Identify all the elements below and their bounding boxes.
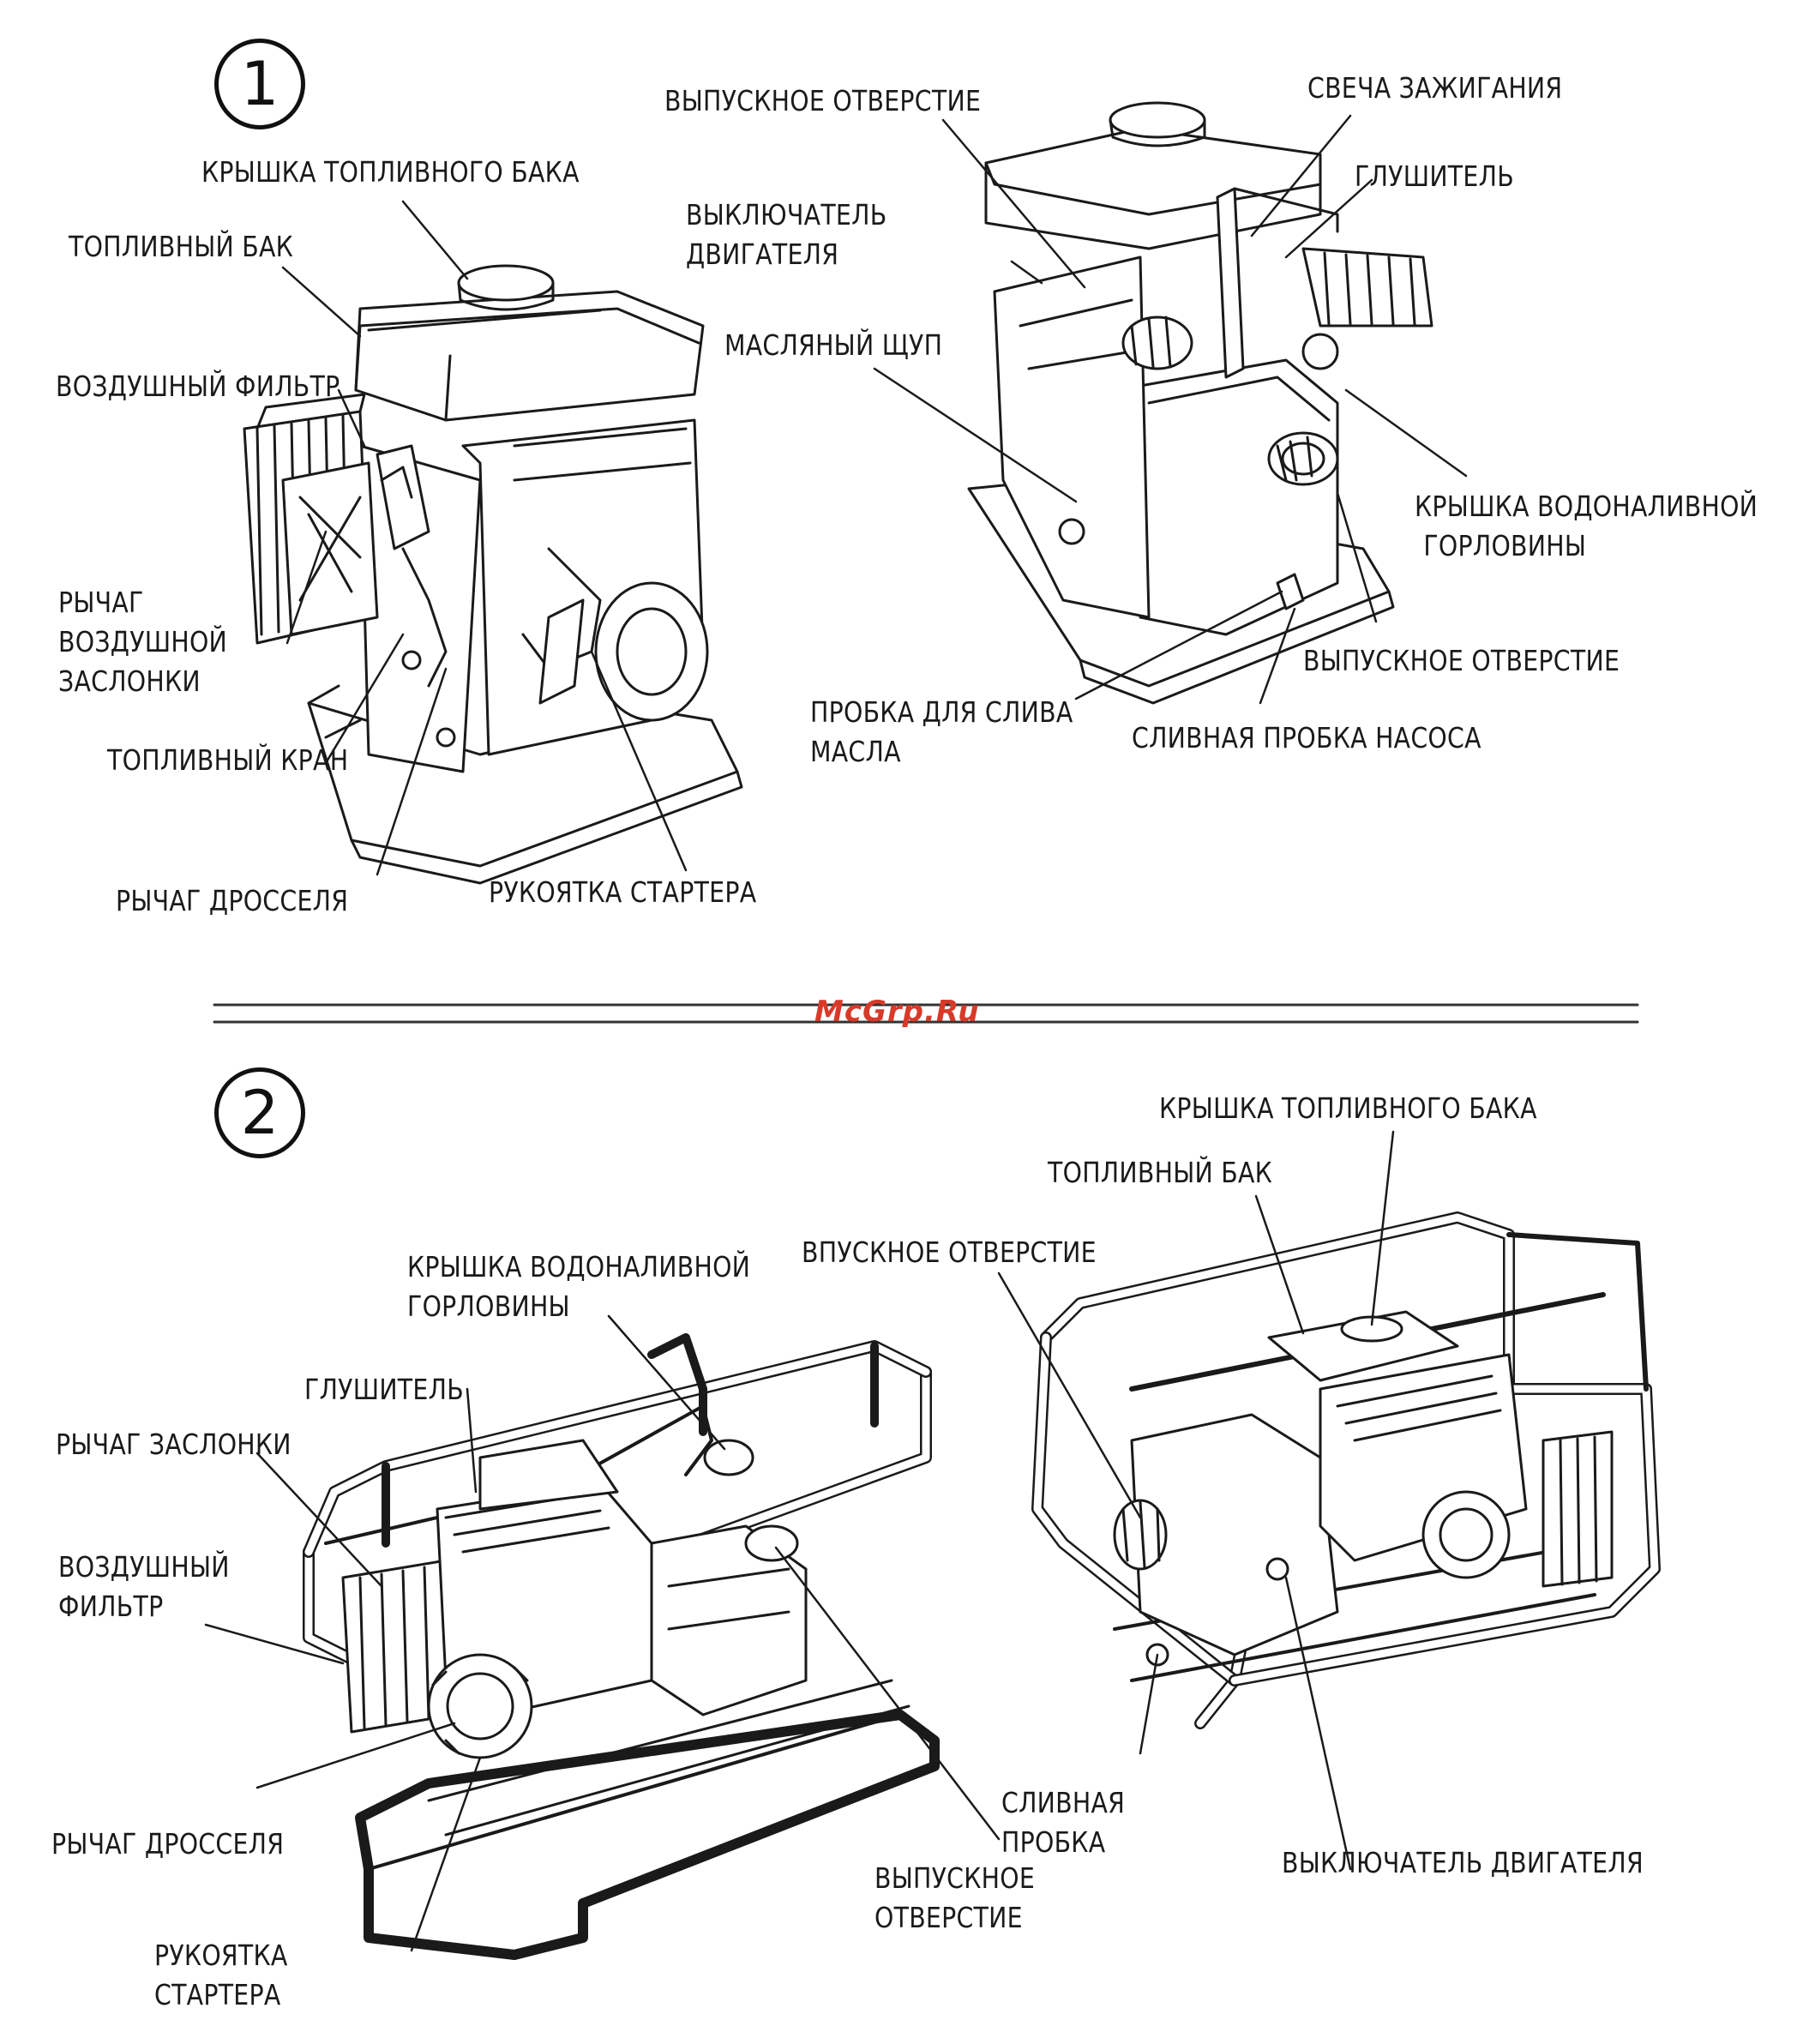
label-fuel-tank-2: ТОПЛИВНЫЙ БАК (1048, 1156, 1273, 1189)
label-spark-plug: СВЕЧА ЗАЖИГАНИЯ (1307, 71, 1563, 105)
framed-pump-left (303, 1333, 940, 1960)
section-separator (213, 1003, 1639, 1024)
label-drain-plug-2: СЛИВНАЯ ПРОБКА (1001, 1786, 1126, 1859)
leader-lines-1-left (281, 200, 688, 876)
label-engine-switch: ВЫКЛЮЧАТЕЛЬ ДВИГАТЕЛЯ (686, 198, 887, 271)
label-muffler-2: ГЛУШИТЕЛЬ (304, 1373, 464, 1406)
label-outlet-top: ВЫПУСКНОЕ ОТВЕРСТИЕ (664, 84, 982, 117)
watermark: McGrp.Ru (814, 995, 980, 1029)
label-oil-drain: ПРОБКА ДЛЯ СЛИВА МАСЛА (810, 695, 1073, 768)
pump-rear-view (967, 101, 1433, 705)
section-number-2: 2 (214, 1067, 305, 1158)
leader-lines-1-right (873, 114, 1468, 705)
label-outlet-bottom: ВЫПУСКНОЕ ОТВЕРСТИЕ (1303, 644, 1620, 677)
label-priming-cap-2: КРЫШКА ВОДОНАЛИВНОЙ ГОРЛОВИНЫ (407, 1250, 751, 1323)
label-fuel-valve: ТОПЛИВНЫЙ КРАН (107, 743, 349, 777)
label-engine-switch-2: ВЫКЛЮЧАТЕЛЬ ДВИГАТЕЛЯ (1282, 1846, 1644, 1879)
label-outlet-2: ВЫПУСКНОЕ ОТВЕРСТИЕ (874, 1861, 1036, 1934)
label-air-filter: ВОЗДУШНЫЙ ФИЛЬТР (56, 370, 340, 403)
label-fuel-cap: КРЫШКА ТОПЛИВНОГО БАКА (201, 155, 580, 189)
label-starter-handle-2: РУКОЯТКА СТАРТЕРА (154, 1939, 288, 2011)
label-muffler: ГЛУШИТЕЛЬ (1355, 159, 1514, 193)
label-throttle-lever-2: РЫЧАГ ДРОССЕЛЯ (51, 1827, 285, 1861)
label-pump-drain: СЛИВНАЯ ПРОБКА НАСОСА (1132, 721, 1481, 754)
section-number-1: 1 (214, 39, 305, 129)
label-inlet-2: ВПУСКНОЕ ОТВЕРСТИЕ (802, 1235, 1097, 1269)
label-starter-handle: РУКОЯТКА СТАРТЕРА (489, 875, 757, 909)
label-choke-lever: РЫЧАГ ВОЗДУШНОЙ ЗАСЛОНКИ (58, 586, 228, 698)
label-dipstick: МАСЛЯНЫЙ ЩУП (724, 328, 943, 362)
label-priming-cap: КРЫШКА ВОДОНАЛИВНОЙ ГОРЛОВИНЫ (1415, 490, 1758, 562)
leader-lines-2-right (997, 1130, 1395, 1871)
label-throttle-lever: РЫЧАГ ДРОССЕЛЯ (116, 884, 349, 917)
label-air-filter-2: ВОЗДУШНЫЙ ФИЛЬТР (58, 1550, 230, 1623)
engine-pump-left (243, 264, 743, 885)
label-fuel-tank: ТОПЛИВНЫЙ БАК (69, 230, 294, 263)
label-choke-lever-2: РЫЧАГ ЗАСЛОНКИ (56, 1428, 291, 1461)
leader-lines-2-left (204, 1314, 1001, 1952)
label-fuel-cap-2: КРЫШКА ТОПЛИВНОГО БАКА (1159, 1091, 1537, 1125)
framed-pump-right (1031, 1211, 1661, 1729)
